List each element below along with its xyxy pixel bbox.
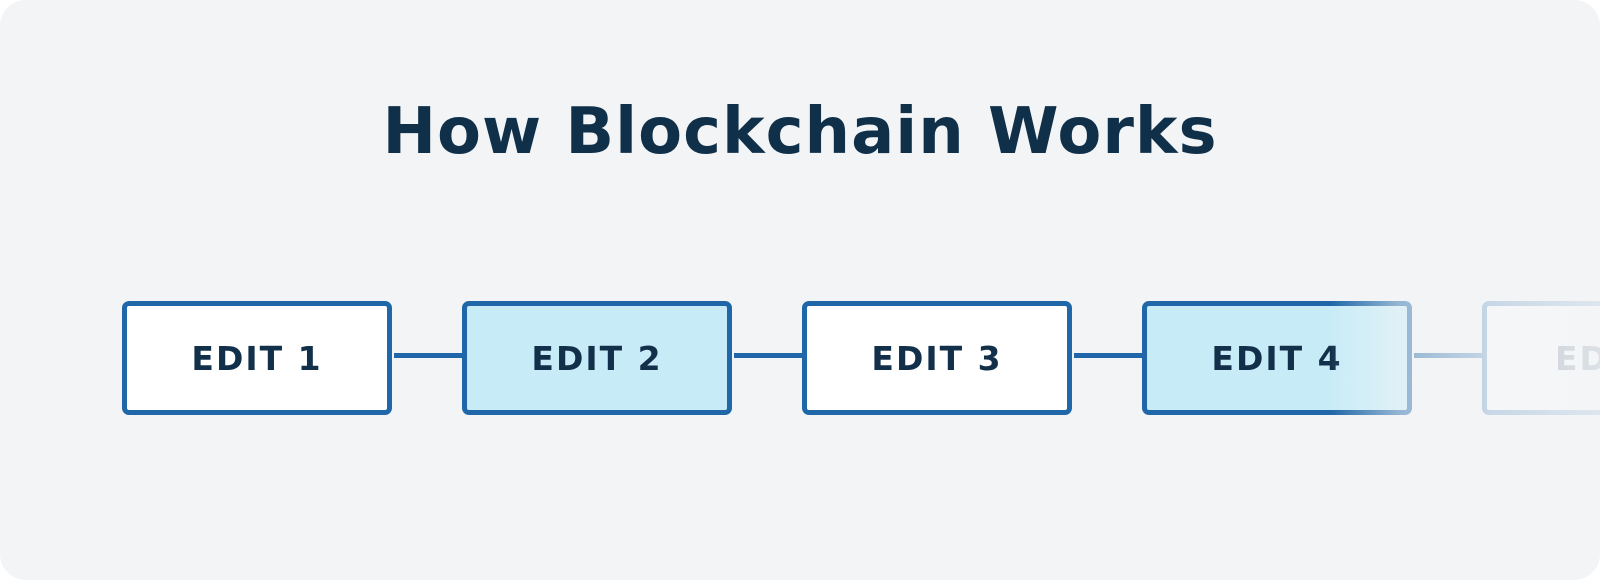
chain-link-1-2 [394, 353, 464, 358]
block-label: EDIT 2 [531, 338, 663, 378]
block-edit-1: EDIT 1 [122, 301, 392, 415]
chain-link-4-5 [1414, 353, 1484, 358]
block-label: EDIT 3 [871, 338, 1003, 378]
block-label: ED [1555, 338, 1600, 378]
block-edit-5-partial: ED [1482, 301, 1600, 415]
diagram-title: How Blockchain Works [382, 95, 1218, 169]
chain-link-2-3 [734, 353, 804, 358]
block-edit-3: EDIT 3 [802, 301, 1072, 415]
chain-link-3-4 [1074, 353, 1144, 358]
block-edit-4: EDIT 4 [1142, 301, 1412, 415]
block-edit-2: EDIT 2 [462, 301, 732, 415]
block-label: EDIT 1 [191, 338, 323, 378]
block-label: EDIT 4 [1211, 338, 1343, 378]
